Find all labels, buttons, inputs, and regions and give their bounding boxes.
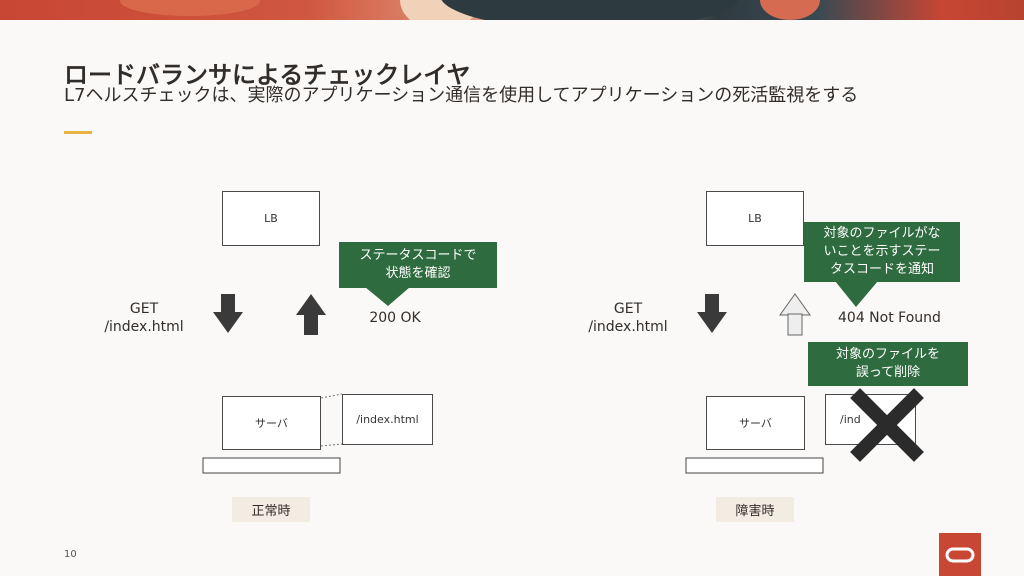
server-base — [202, 457, 341, 474]
failure-state-tag: 障害時 — [716, 497, 794, 522]
file-box: /ind — [825, 394, 916, 445]
server-box: サーバ — [222, 396, 321, 450]
banner-decoration — [440, 0, 740, 20]
lb-box: LB — [222, 191, 320, 246]
file-box: /index.html — [342, 394, 433, 445]
lb-box: LB — [706, 191, 804, 246]
server-box: サーバ — [706, 396, 805, 450]
title-accent-line — [64, 131, 92, 134]
server-base — [685, 457, 824, 474]
header-banner — [0, 0, 1024, 20]
down-arrow-icon — [213, 294, 243, 333]
delete-callout: 対象のファイルを 誤って削除 — [808, 342, 968, 386]
callout-pointer — [365, 287, 410, 306]
callout-text: 対象のファイルを 誤って削除 — [835, 347, 940, 380]
callout-pointer — [835, 281, 878, 307]
banner-decoration — [760, 0, 820, 20]
notify-callout: 対象のファイルがな いことを示すステー タスコードを通知 — [804, 222, 960, 282]
up-arrow-icon — [296, 294, 326, 335]
normal-state-tag: 正常時 — [232, 497, 310, 522]
file-box-label: /ind — [840, 413, 861, 426]
slide-subtitle: L7ヘルスチェックは、実際のアプリケーション通信を使用してアプリケーションの死活… — [64, 85, 859, 106]
slide-title: ロードバランサによるチェックレイヤ — [64, 61, 471, 89]
request-label-text: GET /index.html — [588, 301, 668, 335]
request-label-text: GET /index.html — [104, 301, 184, 335]
down-arrow-icon — [697, 294, 727, 333]
callout-text: ステータスコードで 状態を確認 — [359, 248, 477, 281]
up-arrow-icon — [779, 293, 811, 336]
oracle-logo-mark — [945, 547, 975, 562]
request-label: GET /index.html — [96, 300, 192, 336]
oracle-logo-icon — [939, 533, 981, 576]
callout-text: 対象のファイルがな いことを示すステー タスコードを通知 — [823, 226, 941, 277]
file-connector-line — [320, 393, 343, 399]
response-label: 404 Not Found — [838, 310, 941, 326]
status-code-callout: ステータスコードで 状態を確認 — [339, 242, 497, 288]
page-number: 10 — [64, 549, 77, 560]
response-label: 200 OK — [369, 310, 421, 326]
banner-decoration — [120, 0, 260, 16]
file-connector-line — [320, 443, 343, 447]
request-label: GET /index.html — [580, 300, 676, 336]
